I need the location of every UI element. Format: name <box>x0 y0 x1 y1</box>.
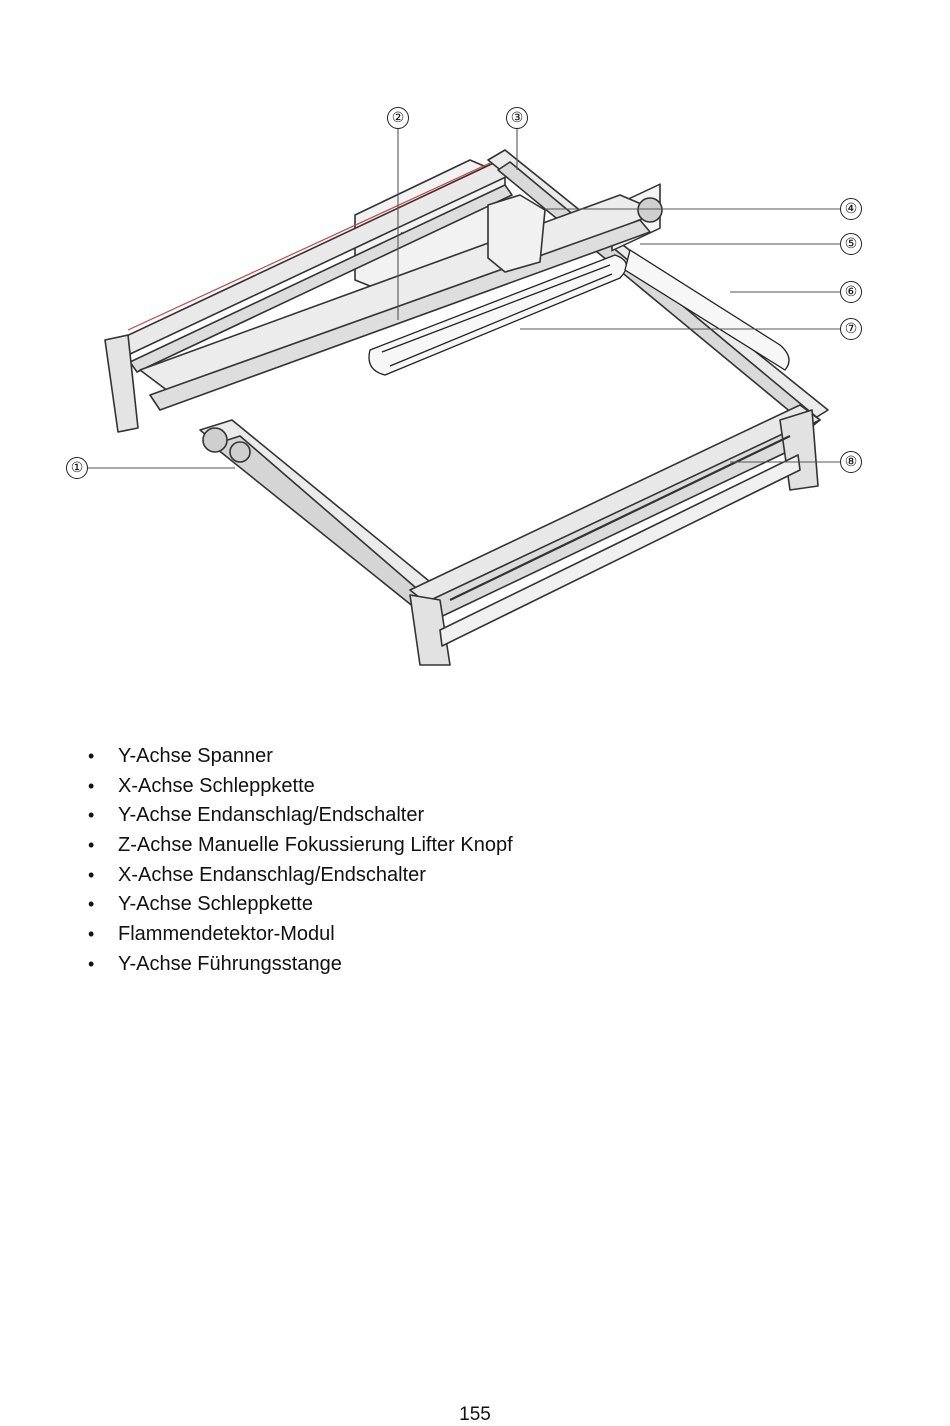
list-item: Z-Achse Manuelle Fokussierung Lifter Kno… <box>88 831 513 861</box>
laser-engraver-diagram: ① ② ③ ④ ⑤ ⑥ ⑦ ⑧ <box>0 0 950 700</box>
callout-2: ② <box>387 107 409 129</box>
leg-front-right <box>779 409 819 491</box>
frame-drawing <box>88 128 840 666</box>
list-item: Y-Achse Endanschlag/Endschalter <box>88 801 513 831</box>
callout-8: ⑧ <box>840 451 862 473</box>
list-item: X-Achse Endanschlag/Endschalter <box>88 861 513 891</box>
list-item: Y-Achse Führungsstange <box>88 950 513 980</box>
leg-front-left <box>409 594 451 666</box>
callout-4: ④ <box>840 198 862 220</box>
list-item: Y-Achse Spanner <box>88 742 513 772</box>
list-item: Y-Achse Schleppkette <box>88 890 513 920</box>
parts-list: Y-Achse Spanner X-Achse Schleppkette Y-A… <box>88 742 513 980</box>
callout-1: ① <box>66 457 88 479</box>
rail-front <box>409 404 821 607</box>
list-item: X-Achse Schleppkette <box>88 772 513 802</box>
page-number: 155 <box>459 1404 491 1425</box>
tensioner-left <box>202 427 228 453</box>
callout-3: ③ <box>506 107 528 129</box>
front-lower-bar <box>439 454 801 647</box>
y-drag-chain <box>624 249 790 371</box>
callout-6: ⑥ <box>840 281 862 303</box>
leg-back-left <box>104 334 139 433</box>
x-drag-chain <box>368 254 627 376</box>
list-item: Flammendetektor-Modul <box>88 920 513 950</box>
callout-5: ⑤ <box>840 233 862 255</box>
callout-7: ⑦ <box>840 318 862 340</box>
laser-head <box>487 194 546 273</box>
